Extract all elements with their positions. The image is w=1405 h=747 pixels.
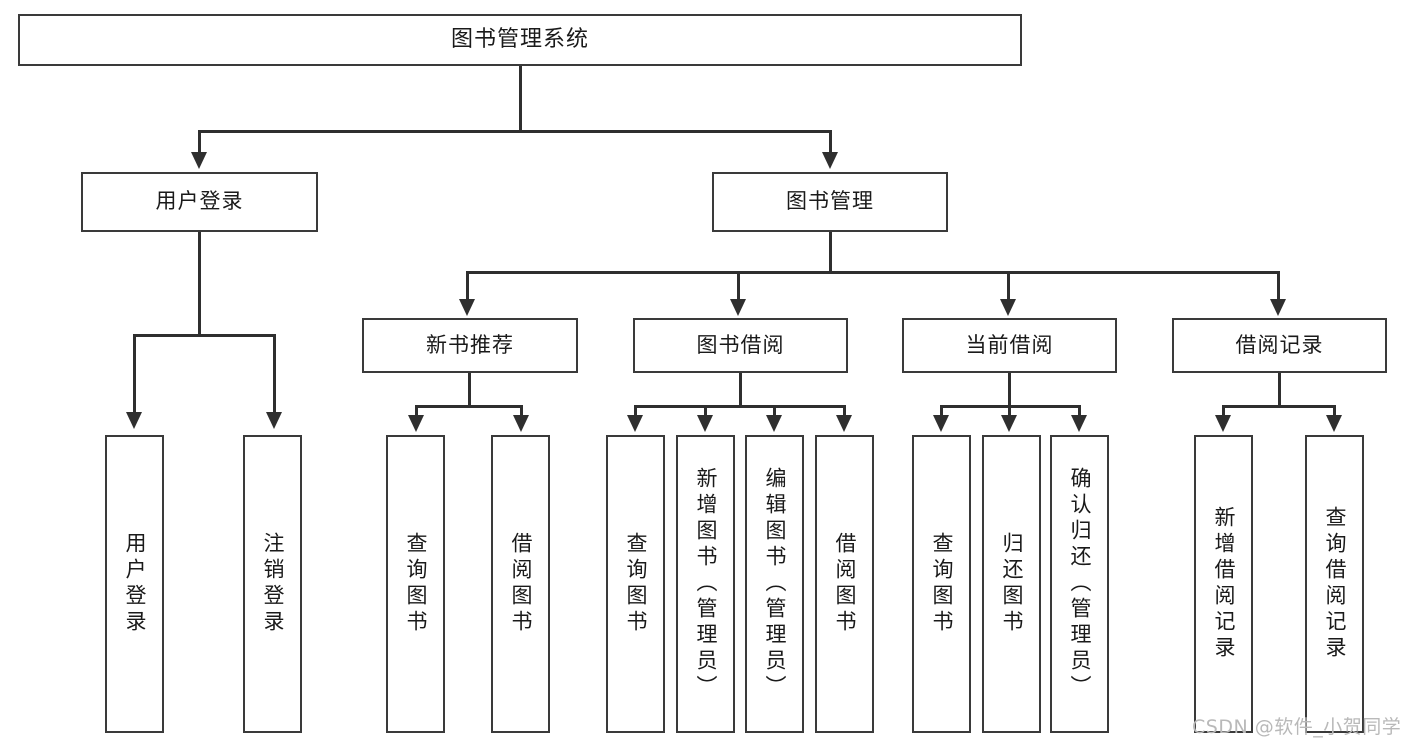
leaf-borrow-book-1: 借阅图书 [491, 435, 550, 733]
edge-book-manage-stem [829, 232, 832, 274]
node-label: 编辑图书（管理员） [763, 467, 787, 701]
edge-nbr-stem [468, 373, 471, 408]
edge-bb-bar [634, 405, 846, 408]
arrow-to-leaf-edit-book [766, 415, 782, 432]
arrow-to-leaf-user-login [126, 412, 142, 429]
arrow-to-leaf-logout-login [266, 412, 282, 429]
edge-user-login-drop-2 [273, 334, 276, 414]
node-label: 用户登录 [155, 189, 244, 214]
node-label: 用户登录 [123, 532, 147, 636]
edge-bm-drop-1 [466, 271, 469, 301]
edge-bm-drop-4 [1277, 271, 1280, 301]
arrow-to-leaf-borrow-book-1 [513, 415, 529, 432]
edge-cb-drop-2 [1008, 405, 1011, 417]
node-label: 注销登录 [261, 532, 285, 636]
arrow-to-leaf-add-record [1215, 415, 1231, 432]
arrow-to-current-borrow [1000, 299, 1016, 316]
arrow-to-leaf-query-record [1326, 415, 1342, 432]
leaf-add-book: 新增图书（管理员） [676, 435, 735, 733]
arrow-to-book-borrow [730, 299, 746, 316]
edge-bb-drop-1 [634, 405, 637, 417]
node-current-borrow: 当前借阅 [902, 318, 1117, 373]
edge-bm-drop-3 [1007, 271, 1010, 301]
edge-book-manage-bar [466, 271, 1280, 274]
node-label: 图书管理系统 [450, 26, 589, 52]
edge-br-stem [1278, 373, 1281, 408]
node-label: 图书管理 [786, 189, 874, 214]
node-label: 新增借阅记录 [1212, 506, 1236, 662]
edge-bm-drop-2 [737, 271, 740, 301]
leaf-query-book-3: 查询图书 [912, 435, 971, 733]
arrow-to-leaf-query-book-3 [933, 415, 949, 432]
node-label: 借阅记录 [1235, 332, 1324, 357]
node-label: 查询图书 [930, 532, 954, 636]
node-book-manage: 图书管理 [712, 172, 948, 232]
arrow-to-borrow-record [1270, 299, 1286, 316]
leaf-borrow-book-2: 借阅图书 [815, 435, 874, 733]
edge-bb-stem [739, 373, 742, 408]
leaf-edit-book: 编辑图书（管理员） [745, 435, 804, 733]
arrow-to-leaf-query-book-1 [408, 415, 424, 432]
node-label: 当前借阅 [965, 332, 1054, 357]
edge-user-login-drop-1 [133, 334, 136, 414]
arrow-to-leaf-query-book-2 [627, 415, 643, 432]
edge-bb-drop-3 [773, 405, 776, 417]
edge-nbr-drop-1 [415, 405, 418, 417]
edge-bb-drop-2 [704, 405, 707, 417]
node-label: 新增图书（管理员） [694, 467, 718, 701]
node-label: 查询借阅记录 [1323, 506, 1347, 662]
edge-br-bar [1222, 405, 1336, 408]
edge-bb-drop-4 [843, 405, 846, 417]
edge-br-drop-1 [1222, 405, 1225, 417]
edge-root-to-user-login [198, 130, 201, 154]
node-root-book-management-system: 图书管理系统 [18, 14, 1022, 66]
edge-cb-drop-1 [940, 405, 943, 417]
node-borrow-record: 借阅记录 [1172, 318, 1387, 373]
node-label: 借阅图书 [509, 532, 533, 636]
edge-root-bar [198, 130, 832, 133]
edge-root-stem [519, 66, 522, 132]
edge-user-login-bar [133, 334, 276, 337]
edge-cb-drop-3 [1078, 405, 1081, 417]
arrow-to-leaf-borrow-book-2 [836, 415, 852, 432]
arrow-to-leaf-return-book [1001, 415, 1017, 432]
node-new-book-recommend: 新书推荐 [362, 318, 578, 373]
node-label: 确认归还（管理员） [1068, 467, 1092, 701]
arrow-to-new-book-recommend [459, 299, 475, 316]
edge-user-login-stem [198, 232, 201, 337]
edge-root-to-book-manage [829, 130, 832, 154]
arrow-to-leaf-add-book [697, 415, 713, 432]
edge-nbr-drop-2 [520, 405, 523, 417]
leaf-query-book-1: 查询图书 [386, 435, 445, 733]
node-label: 借阅图书 [833, 532, 857, 636]
node-label: 查询图书 [624, 532, 648, 636]
edge-cb-stem [1008, 373, 1011, 408]
leaf-logout-login: 注销登录 [243, 435, 302, 733]
leaf-return-book: 归还图书 [982, 435, 1041, 733]
edge-br-drop-2 [1333, 405, 1336, 417]
node-label: 新书推荐 [426, 332, 514, 357]
leaf-query-record: 查询借阅记录 [1305, 435, 1364, 733]
arrow-to-leaf-confirm-return [1071, 415, 1087, 432]
watermark-text: CSDN @软件_小贺同学 [1192, 716, 1402, 738]
node-book-borrow: 图书借阅 [633, 318, 848, 373]
edge-nbr-bar [415, 405, 523, 408]
node-label: 图书借阅 [696, 332, 785, 357]
node-user-login: 用户登录 [81, 172, 318, 232]
leaf-confirm-return: 确认归还（管理员） [1050, 435, 1109, 733]
arrow-to-user-login [191, 152, 207, 169]
leaf-query-book-2: 查询图书 [606, 435, 665, 733]
leaf-user-login: 用户登录 [105, 435, 164, 733]
leaf-add-record: 新增借阅记录 [1194, 435, 1253, 733]
node-label: 查询图书 [404, 532, 428, 636]
node-label: 归还图书 [1000, 532, 1024, 636]
arrow-to-book-manage [822, 152, 838, 169]
